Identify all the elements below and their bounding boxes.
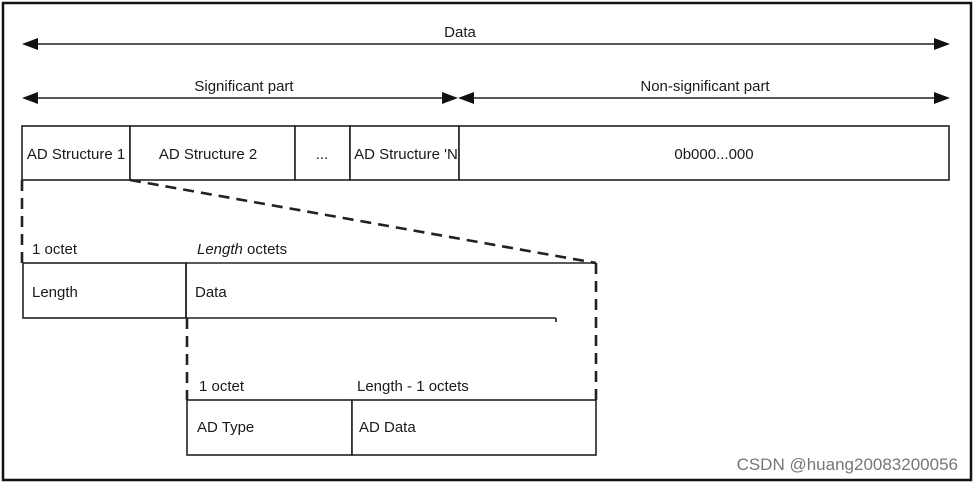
- ad-type-octet-header: 1 octet: [199, 378, 245, 395]
- significant-part-arrow: [22, 92, 458, 104]
- ad-type-cell: [186, 399, 353, 456]
- ad-structure-n-label: AD Structure 'N: [354, 146, 458, 163]
- ad-structure-2-label: AD Structure 2: [159, 146, 257, 163]
- length-field-label: Length: [32, 284, 78, 301]
- non-significant-part-arrow: [458, 92, 950, 104]
- data-span-label: Data: [444, 24, 476, 41]
- non-significant-part-label: Non-significant part: [640, 78, 770, 95]
- length-field-cell: [22, 262, 187, 319]
- csdn-watermark: CSDN @huang20083200056: [737, 455, 958, 474]
- ad-data-label: AD Data: [359, 419, 416, 436]
- ad-type-label: AD Type: [197, 419, 254, 436]
- significant-part-label: Significant part: [194, 78, 294, 95]
- data-field-label: Data: [195, 284, 227, 301]
- ad-structure-2-cell: [129, 125, 296, 181]
- expansion-dash-right: [129, 178, 597, 265]
- ellipsis-label: ...: [316, 146, 329, 163]
- data-span-arrow: [22, 38, 950, 50]
- data-field-cell: [185, 262, 596, 322]
- ellipsis-cell: [294, 125, 351, 181]
- padding-zeros-label: 0b000...000: [674, 146, 753, 163]
- ad-structure-1-label: AD Structure 1: [27, 146, 125, 163]
- padding-zeros-cell: [458, 125, 950, 181]
- length-octet-header: 1 octet: [32, 241, 78, 258]
- ad-data-cell: [351, 399, 597, 456]
- ad-structure-1-cell: [21, 125, 131, 181]
- ad-data-octets-header: Length - 1 octets: [357, 378, 469, 395]
- data-octets-header: Length octets: [197, 241, 287, 258]
